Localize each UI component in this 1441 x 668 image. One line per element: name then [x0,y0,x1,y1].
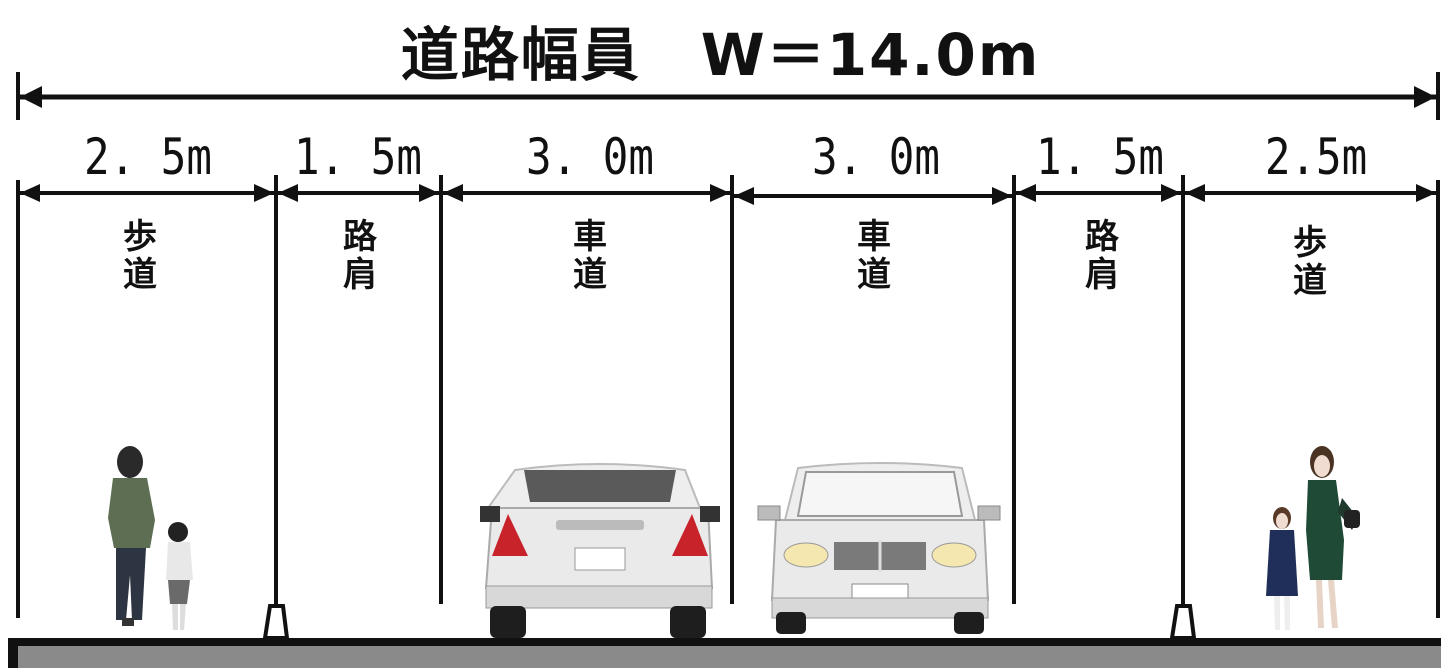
section-name-sidewalk-right: 歩 道 [1280,224,1340,300]
section-name-line1: 路 [343,217,377,257]
pedestrian-adult-child-left [108,446,193,630]
width-label-shoulder-left: 1. 5m [294,128,422,186]
car-rear [480,463,720,638]
width-label-lane-left: 3. 0m [526,128,654,186]
page-title: 道路幅員 W＝14.0m [400,21,1041,89]
section-name-line1: 歩 [123,217,157,257]
section-name-line1: 車 [573,217,607,257]
section-name-line2: 道 [1293,261,1327,301]
section-name-shoulder-left: 路 肩 [330,218,390,294]
section-name-sidewalk-left: 歩 道 [110,218,170,294]
width-label-shoulder-right: 1. 5m [1036,128,1164,186]
car-front [757,462,1001,634]
pedestrian-child-adult-right [1266,446,1360,630]
road-surface [8,638,1441,668]
width-label-lane-right: 3. 0m [812,128,940,186]
section-name-line1: 歩 [1293,223,1327,263]
section-name-line1: 車 [857,217,891,257]
total-width-dimension [16,72,1440,120]
section-name-line1: 路 [1085,217,1119,257]
curb-right [1169,604,1197,640]
section-name-line2: 道 [573,255,607,295]
section-name-line2: 道 [857,255,891,295]
width-label-sidewalk-left: 2. 5m [84,128,212,186]
section-name-lane-right: 車 道 [844,218,904,294]
width-label-sidewalk-right: 2.5m [1264,128,1368,186]
section-name-lane-left: 車 道 [560,218,620,294]
section-boundaries [16,175,1440,618]
section-name-shoulder-right: 路 肩 [1072,218,1132,294]
section-name-line2: 肩 [343,255,377,295]
section-dimension-arrows [20,184,1436,205]
section-name-line2: 肩 [1085,255,1119,295]
section-name-line2: 道 [123,255,157,295]
curb-left [262,604,290,640]
